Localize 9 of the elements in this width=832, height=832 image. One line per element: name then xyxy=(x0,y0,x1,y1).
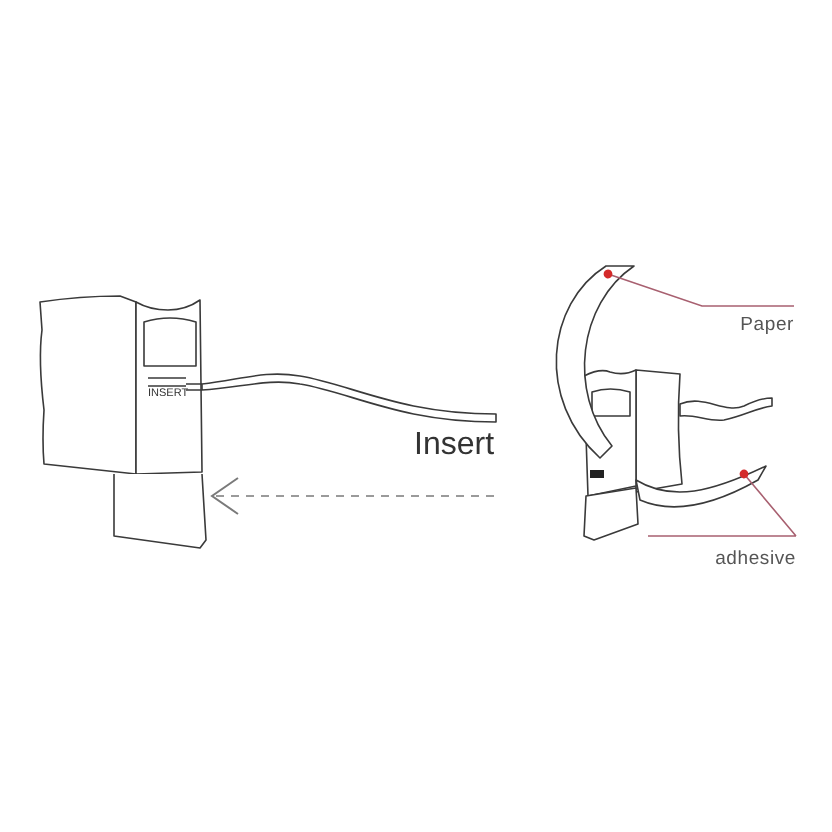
paper-strip xyxy=(201,373,497,423)
dispenser-drawing xyxy=(39,295,207,549)
edge-label: Insert xyxy=(414,430,495,462)
leader-line xyxy=(647,469,797,537)
tape-strip xyxy=(635,465,767,508)
arrow xyxy=(211,477,495,515)
part-label: adhesive xyxy=(714,536,796,572)
leader-line xyxy=(603,269,795,307)
part-label: Paper xyxy=(740,306,794,338)
